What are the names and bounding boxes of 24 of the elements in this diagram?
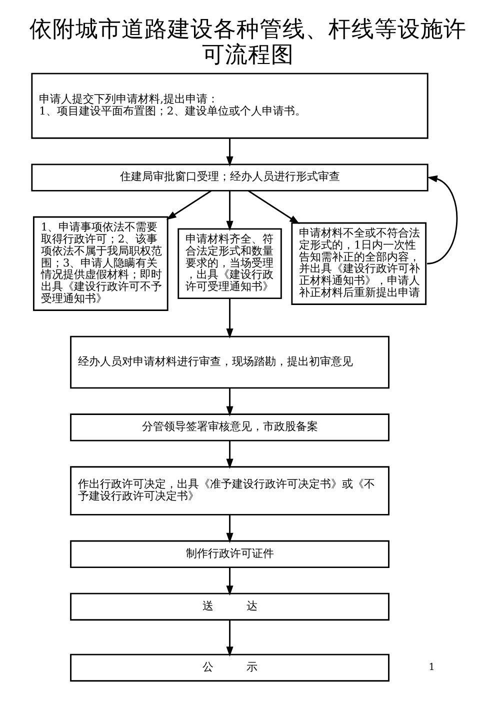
arrow — [226, 190, 234, 230]
node-box: 1、申请事项依法不需要取得行政许可；2、该事项依法不属于我局职权范围；3、申请人隐瞒有关情况提供虚假材料；即时出具《建设行政许可不予受理通知书》 — [33, 216, 168, 310]
node-box: 申请材料不全或不符合法定形式的，1日内一次性告知需补正的全部内容，并出具《建设行政许可补正材料通知书》，申请人补正材料后重新提出申请 — [291, 222, 427, 304]
arrow — [226, 138, 234, 166]
arrow — [226, 440, 234, 468]
arrow — [166, 190, 212, 220]
node-box: 申请人提交下列申请材料,提出申请： 1、项目建设平面布置图；2、建设单位或个人申请书。 — [31, 72, 428, 138]
label: 1 — [428, 661, 435, 672]
node-box: 制作行政许可证件 — [70, 540, 390, 568]
node-box: 住建局审批窗口受理；经办人员进行形式审查 — [31, 163, 428, 191]
node-box: 分管领导签署审核意见，市政股备案 — [70, 413, 390, 441]
arrow — [226, 620, 234, 656]
node-box: 公 示 — [70, 653, 390, 682]
node-box: 送 达 — [70, 592, 390, 620]
arrow — [226, 388, 234, 416]
arrow — [426, 174, 458, 264]
arrow — [226, 514, 234, 542]
node-box: 作出行政许可决定，出具《准予建设行政许可决定书》或《不予建设行政许可决定书》 — [70, 466, 390, 515]
node-box: 申请材料齐全、符合法定形式和数量要求的，当场受理，出具《建设行政许可受理通知书》 — [178, 228, 282, 299]
arrow — [248, 190, 300, 224]
arrow — [226, 566, 234, 596]
node-box: 经办人员对申请材料进行审查，现场踏勘，提出初审意见 — [70, 335, 390, 388]
diagram-title: 依附城市道路建设各种管线、杆线等设施许可流程图 — [30, 16, 466, 68]
arrow — [226, 298, 234, 338]
